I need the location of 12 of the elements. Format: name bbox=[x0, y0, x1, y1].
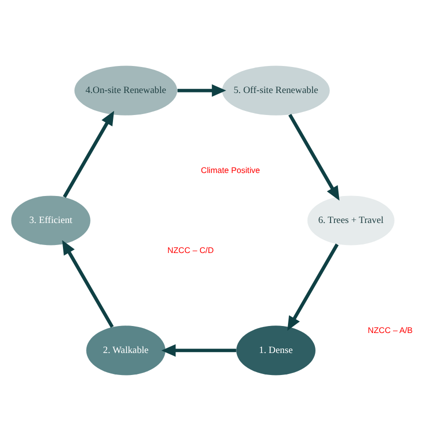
node-ellipse: 1. Dense bbox=[236, 325, 316, 375]
node-ellipse: 4.On-site Renewable bbox=[74, 65, 178, 115]
arrow bbox=[62, 110, 114, 198]
arrow bbox=[177, 84, 226, 96]
arrow bbox=[161, 344, 236, 356]
node-ellipse: 2. Walkable bbox=[86, 325, 166, 375]
node-ellipse: 6. Trees + Travel bbox=[307, 195, 394, 245]
node-ellipse: 5. Off-site Renewable bbox=[222, 65, 330, 115]
arrow bbox=[288, 113, 340, 200]
arrow bbox=[62, 240, 114, 328]
node-ellipse: 3. Efficient bbox=[11, 195, 90, 245]
arrow bbox=[287, 242, 339, 330]
